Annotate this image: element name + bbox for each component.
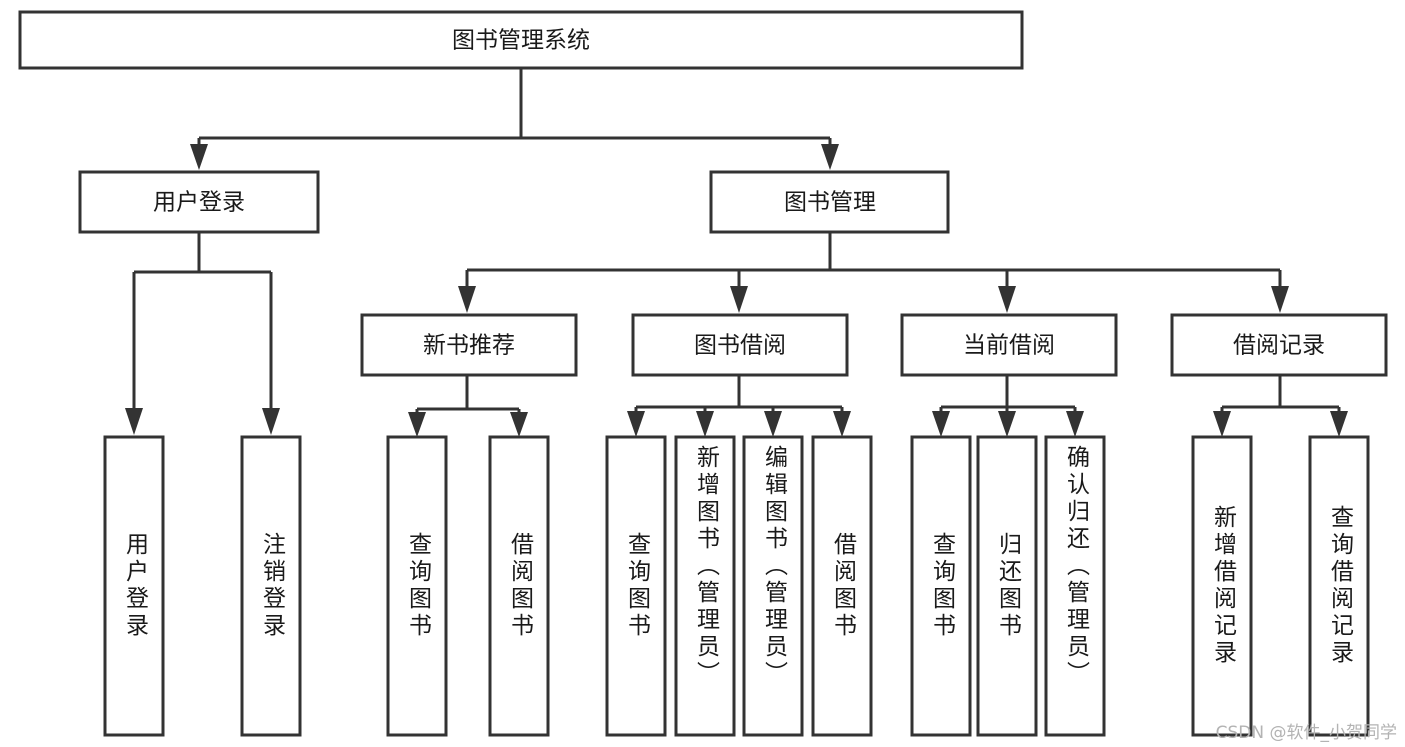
leaf-box-query-book-1[interactable] bbox=[386, 435, 448, 737]
connector-layer bbox=[125, 68, 1348, 437]
leaf-box-query-book-3[interactable] bbox=[910, 435, 972, 737]
node-box-new-book-recommend[interactable] bbox=[360, 313, 578, 377]
arrow-to-leaf-add-record bbox=[1213, 411, 1231, 437]
node-box-borrow-record[interactable] bbox=[1170, 313, 1388, 377]
node-box-book-manage[interactable] bbox=[709, 170, 950, 234]
leaf-box-user-logout[interactable] bbox=[240, 435, 302, 737]
arrow-to-leaf-user-logout bbox=[262, 408, 280, 435]
arrow-to-book-manage bbox=[821, 144, 839, 170]
node-label-book-manage: 图书管理 bbox=[784, 190, 876, 216]
arrow-to-leaf-query-book-3 bbox=[932, 411, 950, 437]
node-label-current-borrow: 当前借阅 bbox=[963, 333, 1055, 359]
arrow-to-user-login bbox=[190, 144, 208, 170]
arrow-to-leaf-query-record bbox=[1330, 411, 1348, 437]
leaf-box-borrow-book-1[interactable] bbox=[488, 435, 550, 737]
node-label-new-book-recommend: 新书推荐 bbox=[423, 333, 515, 359]
arrow-to-book-borrow bbox=[730, 286, 748, 313]
arrow-to-borrow-record bbox=[1271, 286, 1289, 313]
arrow-to-leaf-query-book-2 bbox=[627, 411, 645, 437]
arrow-to-leaf-query-book-1 bbox=[408, 412, 426, 437]
watermark-text: CSDN @软件_小贺同学 bbox=[1215, 723, 1397, 743]
arrow-to-new-book-recommend bbox=[458, 286, 476, 313]
node-box-root[interactable] bbox=[18, 10, 1024, 70]
node-layer: 图书管理系统 用户登录 图书管理 新书推荐 图书借阅 当前借阅 借阅记录 bbox=[18, 10, 1388, 737]
node-label-book-borrow: 图书借阅 bbox=[694, 333, 786, 359]
leaf-box-borrow-book-2[interactable] bbox=[811, 435, 873, 737]
arrow-to-leaf-borrow-book-1 bbox=[510, 412, 528, 437]
node-label-root: 图书管理系统 bbox=[452, 28, 590, 54]
node-box-user-login[interactable] bbox=[78, 170, 320, 234]
leaf-box-user-login[interactable] bbox=[103, 435, 165, 737]
arrow-to-current-borrow bbox=[998, 286, 1016, 313]
leaf-box-add-record[interactable] bbox=[1191, 435, 1253, 737]
node-label-user-login: 用户登录 bbox=[153, 190, 245, 216]
leaf-box-query-record[interactable] bbox=[1308, 435, 1370, 737]
leaf-box-query-book-2[interactable] bbox=[605, 435, 667, 737]
node-box-current-borrow[interactable] bbox=[900, 313, 1118, 377]
arrow-to-leaf-return-book bbox=[998, 411, 1016, 437]
leaf-box-return-book[interactable] bbox=[976, 435, 1038, 737]
leaf-box-edit-book[interactable] bbox=[742, 435, 804, 737]
arrow-to-leaf-confirm-return bbox=[1066, 411, 1084, 437]
leaf-box-add-book[interactable] bbox=[674, 435, 736, 737]
node-label-borrow-record: 借阅记录 bbox=[1233, 333, 1325, 359]
arrow-to-leaf-edit-book bbox=[764, 411, 782, 437]
node-box-book-borrow[interactable] bbox=[631, 313, 849, 377]
arrow-to-leaf-user-login bbox=[125, 408, 143, 435]
arrow-to-leaf-add-book bbox=[696, 411, 714, 437]
leaf-box-confirm-return[interactable] bbox=[1044, 435, 1106, 737]
arrow-to-leaf-borrow-book-2 bbox=[833, 411, 851, 437]
